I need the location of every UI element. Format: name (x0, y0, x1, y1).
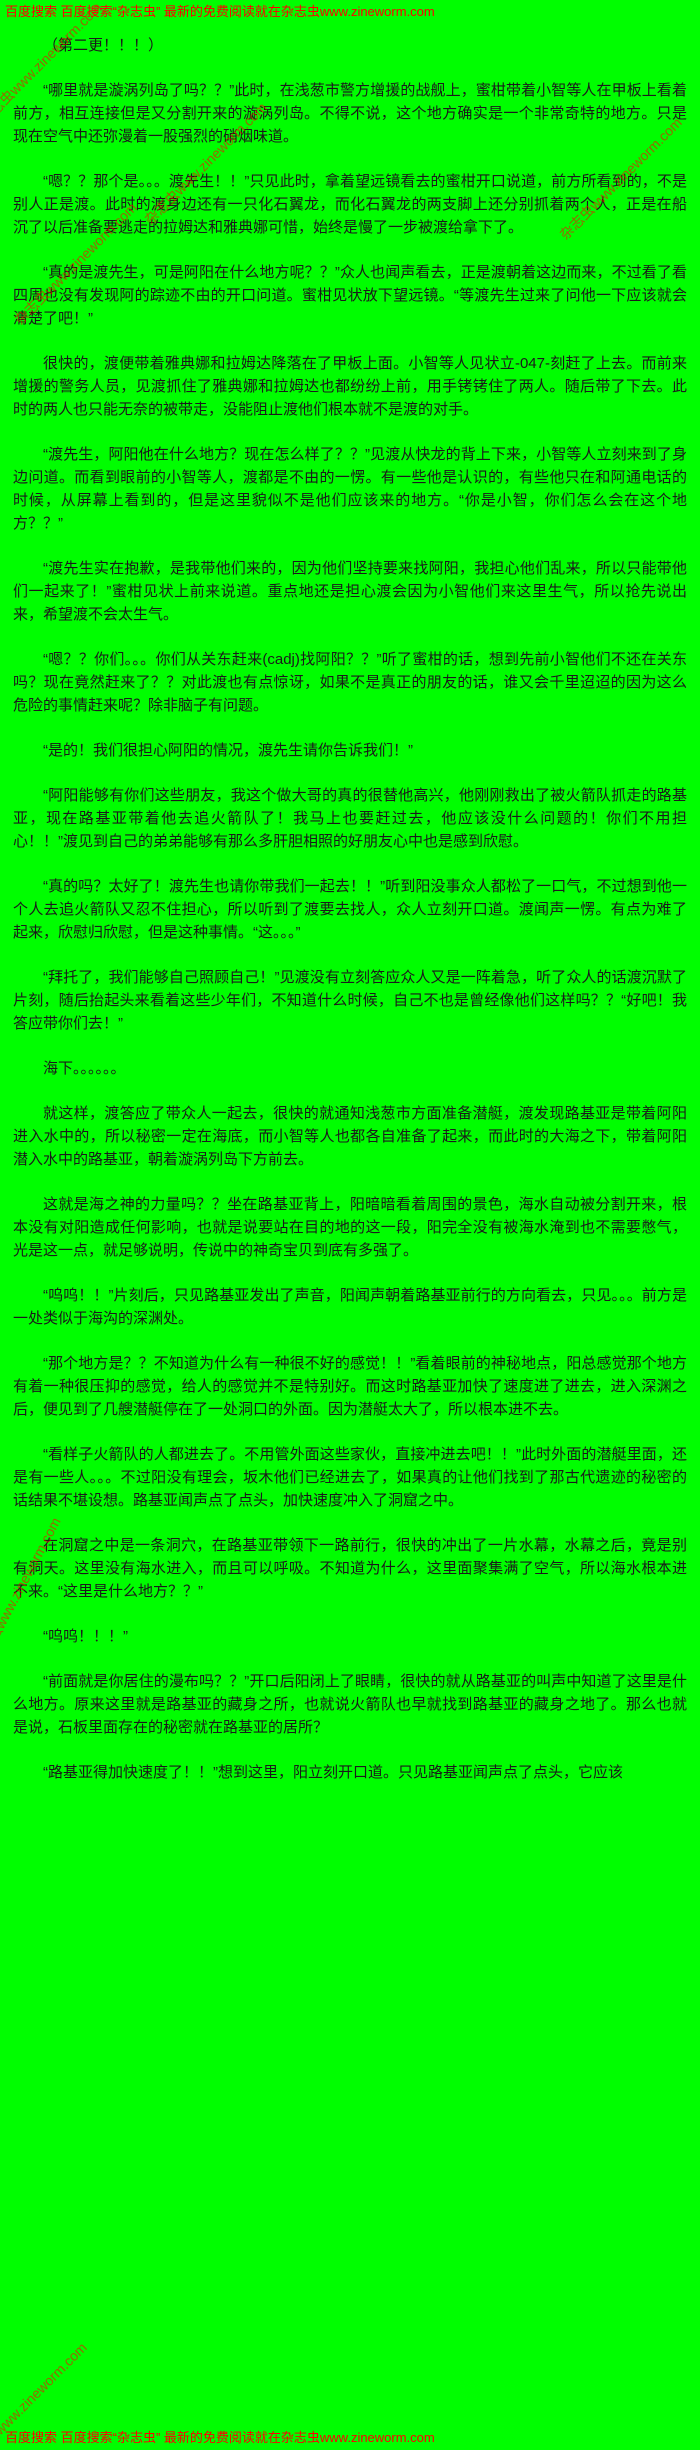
paragraph: “阿阳能够有你们这些朋友，我这个做大哥的真的很替他高兴，他刚刚救出了被火箭队抓走… (13, 787, 687, 850)
paragraph: “渡先生，阿阳他在什么地方？现在怎么样了？？”见渡从快龙的背上下来，小智等人立刻… (13, 446, 687, 532)
paragraph: （第二更！！！） (43, 37, 164, 54)
header-promo-line: 百度搜索 百度搜索“杂志虫” 最新的免费阅读就在杂志虫www.zineworm.… (5, 4, 435, 19)
footer-promo-line: 百度搜索 百度搜索“杂志虫” 最新的免费阅读就在杂志虫www.zineworm.… (5, 2430, 435, 2445)
paragraph: “那个地方是？？不知道为什么有一种很不好的感觉！！”看着眼前的神秘地点，阳总感觉… (13, 1355, 687, 1418)
paragraph: 这就是海之神的力量吗？？坐在路基亚背上，阳暗暗看着周围的景色，海水自动被分割开来… (13, 1196, 687, 1259)
paragraph: “真的是渡先生，可是阿阳在什么地方呢？？”众人也闻声看去，正是渡朝着这边而来，不… (13, 264, 687, 327)
paragraph: “渡先生实在抱歉，是我带他们来的，因为他们坚持要来找阿阳，我担心他们乱来，所以只… (13, 560, 687, 623)
paragraph: 很快的，渡便带着雅典娜和拉姆达降落在了甲板上面。小智等人见状立-047-刻赶了上… (13, 355, 687, 418)
novel-content: （第二更！！！） “哪里就是漩涡列岛了吗？？”此时，在浅葱市警方增援的战舰上，蜜柑… (0, 20, 700, 1784)
paragraph: “嗯？？那个是。。。渡先生！！”只见此时，拿着望远镜看去的蜜柑开口说道，前方所看… (13, 173, 687, 236)
paragraph: “前面就是你居住的漫布吗？？”开口后阳闭上了眼睛，很快的就从路基亚的叫声中知道了… (13, 1673, 687, 1736)
paragraph: “呜呜！！！” (43, 1628, 128, 1645)
paragraph: “嗯？？你们。。。你们从关东赶来(cadj)找阿阳？？”听了蜜柑的话，想到先前小… (13, 651, 687, 714)
paragraph: 海下。。。。。。 (43, 1060, 126, 1077)
paragraph: “呜呜！！”片刻后，只见路基亚发出了声音，阳闻声朝着路基亚前行的方向看去，只见。… (13, 1287, 687, 1327)
paragraph: 就这样，渡答应了带众人一起去，很快的就通知浅葱市方面准备潜艇，渡发现路基亚是带着… (13, 1105, 687, 1168)
paragraph: “看样子火箭队的人都进去了。不用管外面这些家伙，直接冲进去吧！！”此时外面的潜艇… (13, 1446, 687, 1509)
paragraph: “真的吗？太好了！渡先生也请你带我们一起去！！”听到阳没事众人都松了一口气，不过… (13, 878, 687, 941)
paragraph: “路基亚得加快速度了！！”想到这里，阳立刻开口道。只见路基亚闻声点了点头，它应该 (43, 1764, 623, 1781)
paragraph: “是的！我们很担心阿阳的情况，渡先生请你告诉我们！” (43, 742, 413, 759)
paragraph: “拜托了，我们能够自己照顾自己！”见渡没有立刻答应众人又是一阵着急，听了众人的话… (13, 969, 687, 1032)
paragraph: 在洞窟之中是一条洞穴，在路基亚带领下一路前行，很快的冲出了一片水幕，水幕之后，竟… (13, 1537, 687, 1600)
paragraph: “哪里就是漩涡列岛了吗？？”此时，在浅葱市警方增援的战舰上，蜜柑带着小智等人在甲… (13, 82, 687, 145)
